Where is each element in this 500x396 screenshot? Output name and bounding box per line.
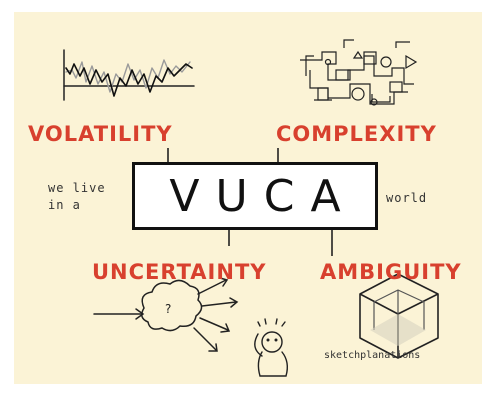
- signature: sketchplanations: [324, 350, 421, 361]
- thought-cloud-icon: [93, 277, 239, 352]
- label-uncertainty: UNCERTAINTY: [92, 260, 267, 284]
- vuca-title: VUCA: [169, 170, 357, 222]
- label-ambiguity: AMBIGUITY: [320, 260, 462, 284]
- stock-chart-icon: [63, 49, 195, 101]
- wireframe-cube-icon: [359, 273, 439, 359]
- label-volatility: VOLATILITY: [28, 122, 173, 146]
- note-we-live-in-a: we live in a: [48, 181, 106, 212]
- vuca-box: VUCA: [132, 162, 378, 230]
- circuit-icon: [300, 39, 418, 106]
- connector-lines: [167, 148, 333, 256]
- question-mark: ?: [165, 302, 172, 316]
- label-complexity: COMPLEXITY: [276, 122, 437, 146]
- note-world: world: [386, 191, 428, 205]
- confused-person-icon: [254, 318, 289, 377]
- sketch-drawings: [63, 39, 439, 377]
- illustration-card: VOLATILITY COMPLEXITY UNCERTAINTY AMBIGU…: [14, 12, 482, 384]
